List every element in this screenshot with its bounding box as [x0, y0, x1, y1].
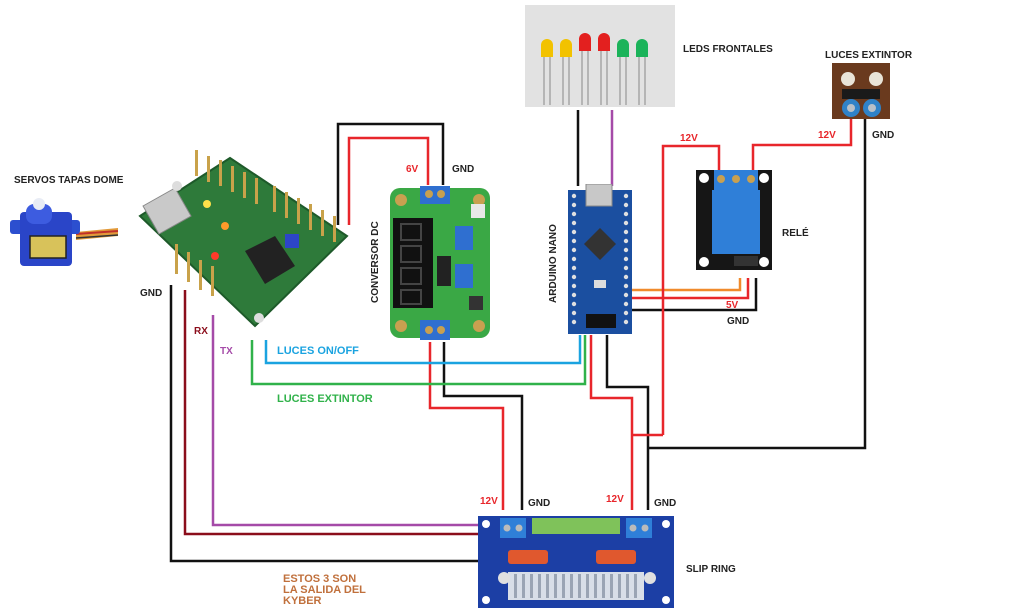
conversor-label: CONVERSOR DC	[370, 221, 381, 303]
leds-label: LEDS FRONTALES	[683, 44, 773, 55]
conv-gnd-label: GND	[452, 164, 475, 175]
kyber-note-line-3: KYBER	[283, 595, 322, 607]
kyber-note-line-2: LA SALIDA DEL	[283, 584, 366, 596]
rele-component	[694, 168, 774, 274]
wire-rele-12v-in	[661, 144, 721, 435]
wire-arduino-gnd-to-rele	[632, 278, 758, 312]
slip-ring-label: SLIP RING	[686, 564, 736, 575]
rele-label: RELÉ	[782, 228, 809, 239]
extintor-gnd-label: GND	[872, 130, 895, 141]
luces-extintor-label: LUCES EXTINTOR	[825, 50, 913, 61]
arduino-nano-component	[566, 183, 634, 336]
slip-12v-label-b: 12V	[606, 494, 624, 505]
dc-converter-icon	[390, 184, 490, 340]
conv-6v-label: 6V	[406, 164, 419, 175]
rele-12v-label-b: 12V	[818, 130, 836, 141]
wire-maestro-power-to-converter	[347, 136, 430, 225]
wire-maestro-gnd-to-slip	[169, 285, 478, 563]
slip-gnd-label-b: GND	[654, 498, 677, 509]
luces-onoff-label: LUCES ON/OFF	[277, 345, 359, 357]
wire-arduino-12v-to-slip	[589, 335, 634, 510]
slip-ring-board-icon	[478, 516, 674, 608]
luces-extintor-component	[832, 63, 890, 119]
extintor-board-icon	[841, 72, 883, 117]
wire-tx-to-slip	[211, 315, 478, 527]
led-icon	[579, 33, 591, 105]
rele-5v-label: 5V	[726, 300, 739, 311]
led-icon	[598, 33, 610, 105]
servo-component	[6, 194, 124, 274]
leds-frontales-component	[525, 5, 675, 107]
wire-extintor-gnd-to-slip	[648, 118, 867, 450]
wire-luces-onoff	[264, 335, 582, 365]
wire-arduino-5v-to-rele	[632, 278, 750, 300]
kyber-note: ESTOS 3 SON LA SALIDA DEL KYBER	[283, 574, 366, 607]
wire-arduino-signal-to-rele	[632, 278, 742, 292]
led-icon	[617, 39, 629, 105]
rele-12v-label-a: 12V	[680, 133, 698, 144]
kyber-note-line-1: ESTOS 3 SON	[283, 573, 357, 585]
slip-ring-component	[478, 516, 674, 608]
wire-luces-extintor	[250, 335, 587, 386]
maestro-servo-controller	[135, 146, 350, 336]
wire-arduino-gnd-to-slip	[605, 335, 650, 510]
arduino-nano-icon	[568, 183, 632, 334]
led-icon	[636, 39, 648, 105]
maestro-gnd-label: GND	[140, 288, 163, 299]
rx-label: RX	[194, 326, 208, 337]
led-icon	[541, 39, 553, 105]
arduino-label: ARDUINO NANO	[548, 224, 559, 303]
slip-gnd-label-a: GND	[528, 498, 551, 509]
luces-extintor-wire-label: LUCES EXTINTOR	[277, 393, 373, 405]
servo-icon	[10, 198, 119, 266]
leds-icon	[541, 33, 648, 105]
slip-12v-label-a: 12V	[480, 496, 498, 507]
wire-rx-to-slip	[183, 290, 478, 536]
wire-converter-12v-to-slip	[428, 342, 505, 510]
tx-label: TX	[220, 346, 233, 357]
servo-controller-board-icon	[138, 150, 349, 328]
led-icon	[560, 39, 572, 105]
relay-module-icon	[696, 170, 772, 270]
wire-converter-gnd-to-slip	[442, 342, 524, 510]
servo-label: SERVOS TAPAS DOME	[14, 175, 124, 186]
wire-maestro-gnd-to-converter	[336, 122, 445, 225]
wire-rele-12v-to-extintor	[751, 118, 853, 175]
conversor-dc-component	[385, 184, 495, 341]
rele-gnd-label: GND	[727, 316, 750, 327]
